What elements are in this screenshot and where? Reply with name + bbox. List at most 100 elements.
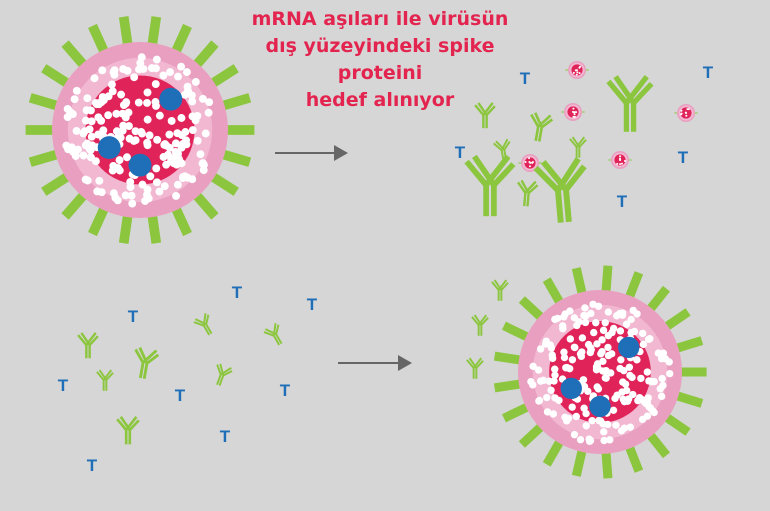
rna-particle [680, 109, 683, 112]
rna-particle [159, 71, 168, 80]
blue-nucleus [128, 153, 152, 177]
antibody-chain [631, 81, 654, 105]
rna-particle [115, 156, 124, 165]
antibody [77, 332, 99, 359]
t-cell-label: T [678, 148, 689, 167]
rna-particle [561, 413, 569, 421]
rna-particle [147, 64, 156, 73]
rna-particle [539, 376, 548, 385]
rna-particle [117, 90, 126, 99]
antibody-chain [464, 159, 489, 187]
rna-particle [600, 436, 608, 445]
rna-particle [177, 159, 186, 168]
antibody-chain [569, 138, 578, 148]
rna-particle [95, 176, 104, 185]
antibody-chain [138, 362, 145, 379]
antibody-chain [216, 364, 222, 375]
antibody-chain [222, 370, 233, 377]
rna-particle [619, 163, 622, 166]
virus [561, 103, 585, 121]
antibody [464, 154, 516, 217]
rna-particle [171, 139, 180, 148]
rna-particle [619, 395, 627, 403]
rna-particle [623, 159, 626, 162]
rna-particle [581, 318, 590, 327]
rna-particle [123, 66, 132, 75]
rna-particle [573, 113, 576, 116]
t-cell-label: T [58, 376, 69, 395]
rna-particle [593, 383, 601, 391]
rna-particle [63, 104, 72, 113]
rna-particle [622, 320, 631, 328]
antibody-chain [216, 374, 222, 386]
rna-particle [627, 329, 635, 337]
rna-particle [153, 135, 162, 144]
rna-particle [579, 376, 588, 384]
rna-particle [558, 322, 567, 330]
headline-line-1: mRNA aşıları ile virüsün [251, 8, 509, 30]
virus [518, 154, 542, 172]
rna-particle [166, 68, 174, 77]
rna-particle [72, 86, 81, 95]
rna-particle [616, 162, 619, 165]
rna-particle [626, 423, 634, 431]
rna-particle [625, 363, 634, 371]
rna-particle [657, 392, 666, 401]
antibody-chain [205, 323, 213, 335]
blue-nucleus [560, 377, 582, 400]
rna-particle [638, 329, 647, 338]
rna-particle [188, 126, 197, 135]
rna-particle [143, 98, 152, 107]
t-cell-label: T [175, 386, 186, 405]
antibody-chain [263, 331, 275, 337]
rna-particle [104, 92, 113, 101]
rna-particle [204, 108, 213, 117]
antibody-chain [575, 136, 586, 148]
rna-particle [531, 161, 534, 164]
rna-particle [601, 319, 609, 327]
rna-particle [205, 98, 214, 107]
rna-particle [551, 365, 559, 373]
rna-particle [618, 157, 621, 160]
rna-particle [658, 374, 666, 383]
rna-particle [578, 66, 581, 69]
antibody-chain [530, 113, 540, 128]
blue-nucleus [589, 395, 611, 418]
rna-particle [565, 364, 574, 373]
rna-particle [145, 131, 154, 140]
antibody [491, 279, 509, 301]
rna-particle [97, 116, 106, 125]
rna-particle [528, 165, 531, 168]
arrow-icon [275, 145, 348, 161]
rna-particle [87, 132, 96, 141]
rna-particle [127, 191, 136, 200]
rna-particle [143, 88, 152, 97]
rna-particle [609, 324, 618, 333]
rna-particle [143, 185, 152, 194]
rna-particle [123, 153, 131, 162]
antibody-chain [491, 162, 516, 187]
rna-particle [602, 374, 610, 382]
antibody-chain [483, 154, 511, 187]
antibody-chain [523, 192, 527, 207]
rna-particle [572, 71, 575, 74]
antibody-chain [275, 333, 283, 345]
rna-particle [599, 420, 607, 428]
rna-particle [109, 189, 118, 198]
antibody-chain [534, 126, 540, 142]
rna-particle [578, 72, 581, 75]
antibody-chain [102, 369, 113, 381]
headline-line-2: dış yüzeyindeki spike proteini [265, 35, 495, 84]
t-cell-label: T [232, 283, 243, 302]
rna-particle [135, 65, 143, 74]
rna-particle [173, 180, 182, 189]
rna-particle [580, 404, 588, 412]
antibody-chain [480, 317, 489, 326]
rna-particle [547, 386, 555, 394]
antibody-chain [116, 418, 128, 431]
rna-particle [160, 182, 169, 191]
rna-particle [568, 403, 576, 411]
rna-particle [528, 161, 531, 164]
rna-particle [152, 164, 161, 173]
